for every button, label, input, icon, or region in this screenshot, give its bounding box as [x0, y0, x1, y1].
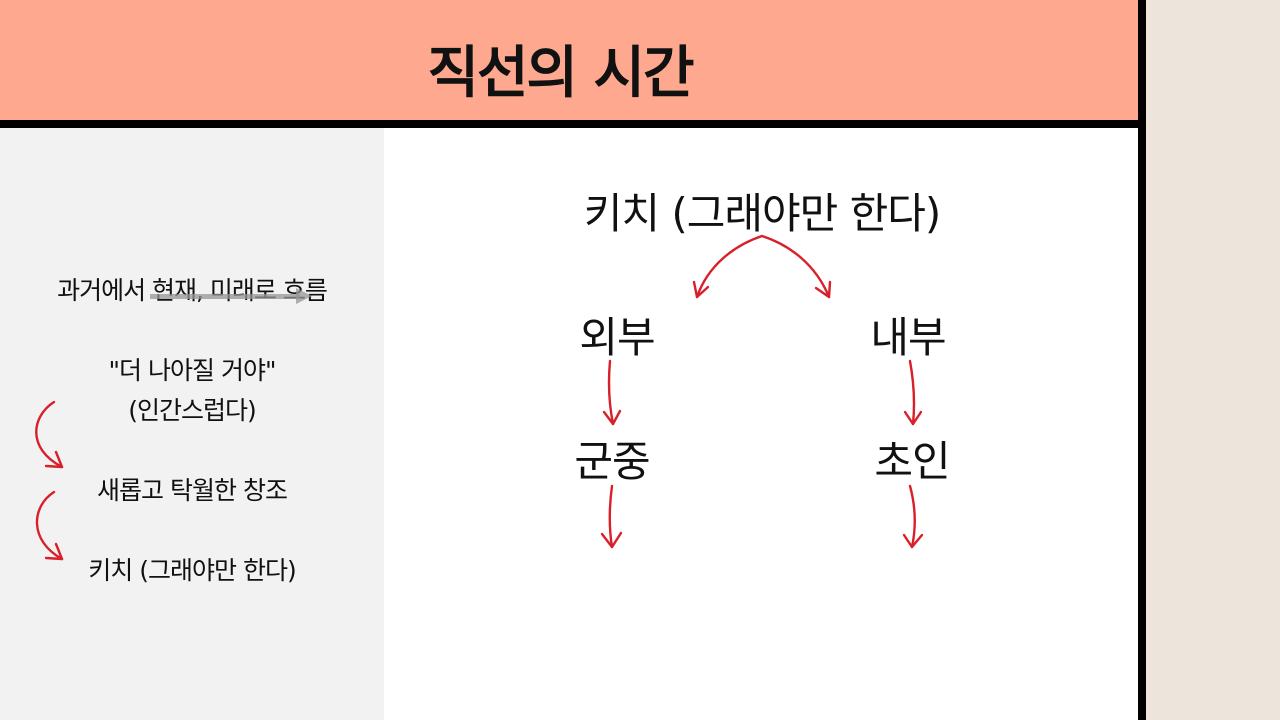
sidebar-line-creation: 새롭고 탁월한 창조 [97, 476, 288, 505]
diagram-node-crowd: 군중 [574, 437, 650, 486]
diagram-node-external: 외부 [579, 313, 655, 362]
down-arrow-right-1 [903, 359, 923, 426]
sidebar-line-flow: 과거에서 현재, 미래로 흐름 [57, 276, 328, 305]
down-arrow-left-1 [602, 359, 622, 426]
branch-arrow-right [760, 234, 832, 299]
strikethrough-arrow-line [150, 294, 300, 299]
down-arrow-right-2 [902, 484, 924, 549]
diagram-node-internal: 내부 [870, 313, 946, 362]
slide-title: 직선의 시간 [427, 41, 694, 106]
branch-arrow-left [692, 234, 764, 299]
diagram-root-kitsch: 키치 (그래야만 한다) [583, 189, 942, 238]
diagram-node-overman: 초인 [874, 437, 950, 486]
sidebar-line-quote: "더 나아질 거야" [108, 356, 277, 385]
arrow-layer [35, 234, 924, 561]
sidebar-line-kitsch: 키치 (그래야만 한다) [88, 556, 296, 585]
slide: 직선의 시간 과거에서 현재, 미래로 흐름 "더 나아질 거야" (인간스럽다… [0, 0, 1146, 720]
sidebar-curved-arrow-1 [35, 400, 64, 469]
right-border-rule [1138, 0, 1146, 720]
title-bar: 직선의 시간 [0, 0, 1138, 128]
sidebar-curved-arrow-2 [35, 490, 64, 561]
down-arrow-left-2 [600, 484, 623, 549]
sidebar-panel [0, 128, 384, 720]
strikethrough-arrow-head [296, 288, 312, 304]
sidebar-line-human: (인간스럽다) [128, 396, 257, 425]
